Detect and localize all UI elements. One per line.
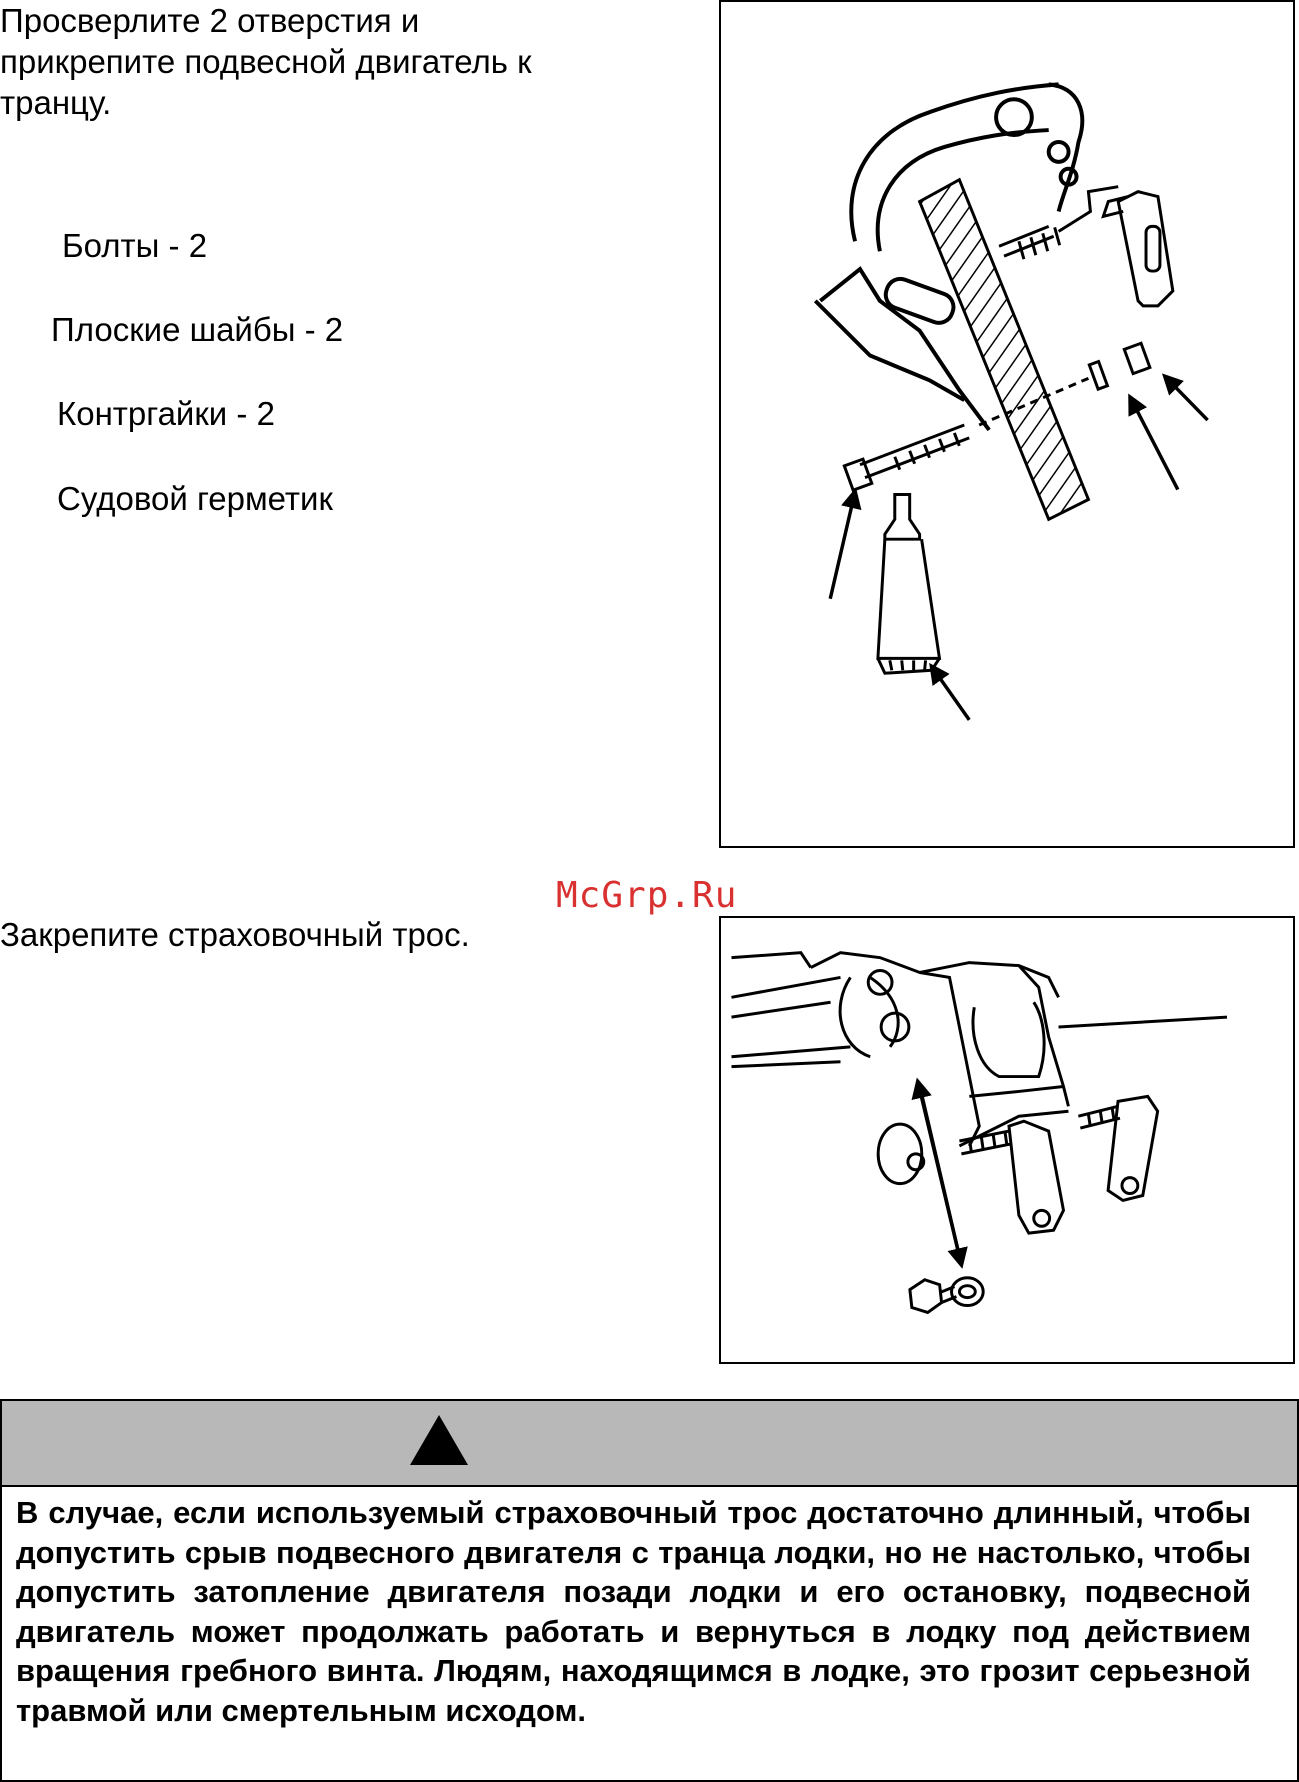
figure-safety-cable bbox=[719, 916, 1295, 1364]
motor-bracket bbox=[731, 951, 1228, 1148]
step1-instruction: Просверлите 2 отверстия и прикрепите под… bbox=[0, 2, 532, 121]
clamp-screw bbox=[998, 185, 1175, 308]
transom-board bbox=[917, 177, 1091, 522]
clamp-bracket bbox=[813, 82, 1085, 432]
warning-header bbox=[2, 1401, 1297, 1487]
sealant-tube bbox=[876, 493, 942, 675]
parts-item-lock-nuts: Контргайки - 2 bbox=[57, 395, 275, 432]
parts-item-marine-sealant: Судовой герметик bbox=[57, 480, 333, 517]
cable-eyelet-bolt bbox=[908, 1276, 985, 1315]
safety-cable-illustration bbox=[731, 951, 1228, 1315]
step2-instruction: Закрепите страховочный трос. bbox=[0, 916, 470, 953]
warning-triangle-icon bbox=[410, 1415, 468, 1465]
transom-mounting-illustration bbox=[813, 82, 1209, 721]
attach-arrow bbox=[911, 1077, 968, 1269]
parts-item-flat-washers: Плоские шайбы - 2 bbox=[51, 311, 344, 348]
figure-transom-mounting bbox=[719, 0, 1295, 848]
parts-item-bolts: Болты - 2 bbox=[62, 227, 208, 264]
pointer-arrows bbox=[828, 373, 1209, 721]
watermark: McGrp.Ru bbox=[556, 875, 738, 916]
warning-box: В случае, если используемый страховочный… bbox=[0, 1399, 1299, 1782]
warning-text: В случае, если используемый страховочный… bbox=[16, 1495, 1251, 1728]
clamp-screws bbox=[876, 1094, 1160, 1235]
bolt bbox=[842, 423, 970, 493]
washer-and-nut bbox=[978, 341, 1152, 427]
